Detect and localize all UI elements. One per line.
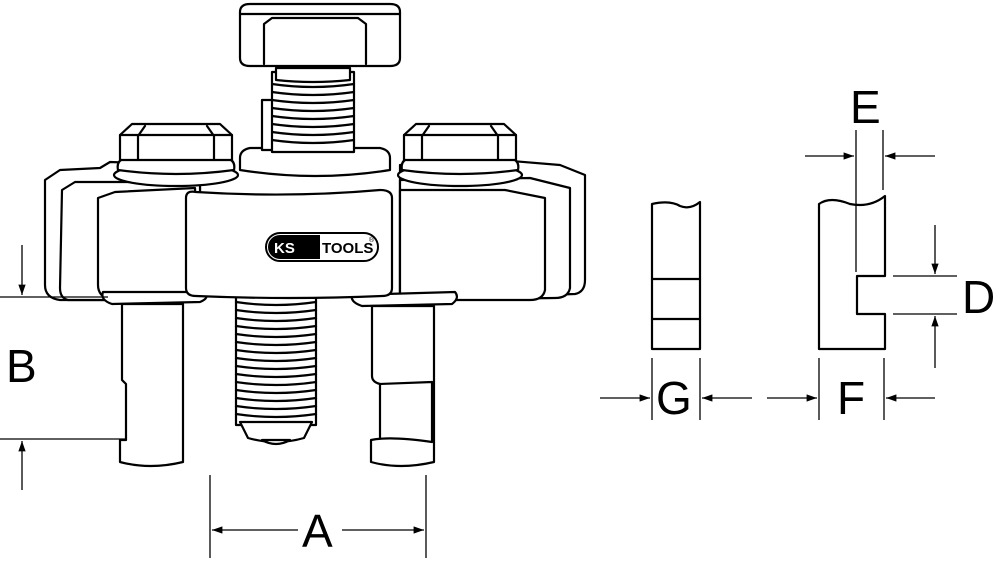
- dimension-b: B: [0, 245, 125, 490]
- dimension-label-e: E: [850, 81, 881, 133]
- left-arm-plates: [43, 160, 202, 302]
- puller-tool: KS TOOLS ®: [43, 2, 587, 468]
- dimension-label-g: G: [656, 372, 692, 424]
- dimension-a: A: [209, 475, 427, 558]
- right-flange-nut: [396, 122, 524, 188]
- right-arm-plates: [398, 158, 587, 302]
- dimension-label-a: A: [302, 505, 333, 557]
- ks-tools-logo: KS TOOLS ®: [265, 232, 379, 262]
- dimension-label-f: F: [837, 372, 865, 424]
- logo-registered-mark: ®: [369, 236, 375, 244]
- dimension-label-d: D: [962, 271, 995, 323]
- right-leg: [350, 290, 459, 468]
- spindle-lower-thread: [234, 293, 318, 446]
- logo-tools-text: TOOLS: [322, 240, 373, 257]
- spindle-upper: [238, 66, 392, 178]
- left-flange-nut: [112, 122, 240, 188]
- top-hex-bolt-head: [238, 2, 402, 68]
- logo-ks-text: KS: [274, 240, 295, 257]
- leg-front-detail: G: [600, 200, 752, 424]
- left-leg: [101, 290, 208, 468]
- jaw-side-detail: E D F: [767, 81, 995, 424]
- dimension-label-b: B: [6, 340, 37, 392]
